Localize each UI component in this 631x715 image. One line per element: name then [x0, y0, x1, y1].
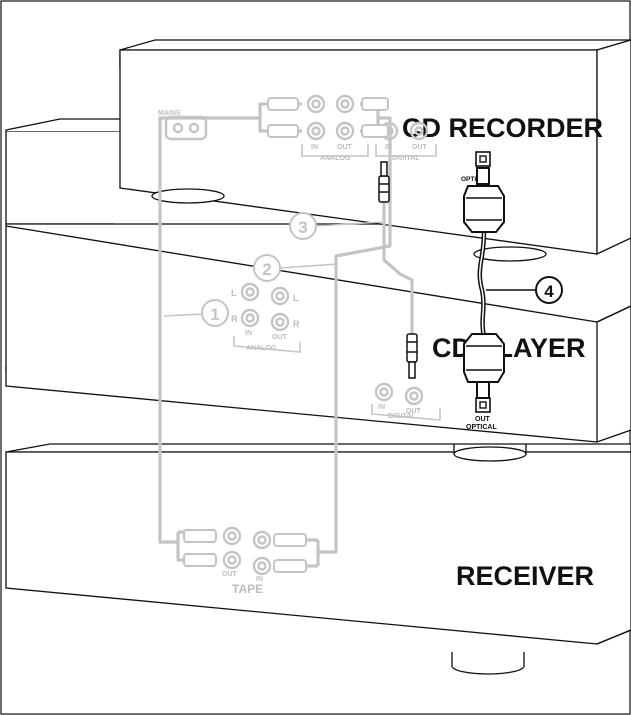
receiver-in-label: IN [256, 576, 263, 583]
recorder-analog-out-l-jack[interactable] [335, 94, 355, 114]
receiver-rear-panel [222, 526, 272, 576]
cd-player-corner [596, 305, 631, 323]
callout-3: 3 [289, 212, 383, 240]
callout-4: 4 [486, 276, 563, 304]
digital-coax-cable-3 [382, 200, 414, 340]
receiver-label: RECEIVER [456, 561, 594, 591]
player-digital-in-label: IN [378, 404, 385, 411]
mains-label: MAINS [158, 110, 181, 117]
recorder-analog-in-l-jack[interactable] [306, 94, 326, 114]
player-right2-label: R [293, 319, 300, 329]
player-analog-out-l-jack[interactable] [270, 286, 290, 306]
recorder-analog-out-r-jack[interactable] [335, 121, 355, 141]
player-right-label: R [231, 314, 238, 324]
player-analog-label: ANALOG [246, 345, 277, 352]
player-digital-label: DIGITAL [388, 413, 416, 420]
callout-2: 2 [253, 254, 339, 282]
callout-2-number: 2 [262, 260, 271, 279]
callout-4-number: 4 [544, 282, 554, 301]
player-left2-label: L [293, 293, 299, 303]
recorder-analog-label: ANALOG [320, 155, 351, 162]
player-in-label: IN [245, 330, 252, 337]
receiver-tape-label: TAPE [232, 582, 263, 596]
player-analog-in-l-jack[interactable] [240, 282, 260, 302]
player-out-label: OUT [272, 334, 288, 341]
cd-player-label: CD PLAYER [432, 333, 586, 363]
recorder-digital-label: DIGITAL [392, 155, 420, 162]
recorder-rear-panel [164, 94, 437, 157]
player-optical-out-label: OUT [475, 416, 491, 423]
callout-1-number: 1 [210, 305, 219, 324]
receiver-tape-out-r-jack[interactable] [222, 550, 242, 570]
player-optical-label: OPTICAL [466, 424, 497, 431]
receiver-out-label: OUT [222, 571, 238, 578]
player-analog-in-r-jack[interactable] [240, 308, 260, 328]
player-left-label: L [231, 288, 237, 298]
coax-plug-bottom [406, 333, 418, 379]
callout-3-number: 3 [298, 218, 307, 237]
recorder-optical-in-jack[interactable] [475, 151, 491, 167]
recorder-in-label: IN [311, 144, 318, 151]
recorder-out-label: OUT [337, 144, 353, 151]
optical-cable-4 [463, 167, 505, 399]
receiver-rca-plugs [183, 529, 307, 573]
cd-player-top-edge [5, 225, 598, 323]
receiver-tape-out-l-jack[interactable] [222, 526, 242, 546]
optical-plug-top [463, 167, 505, 233]
player-rear-panel [233, 282, 441, 421]
cd-recorder-label: CD RECORDER [402, 113, 603, 143]
player-optical-out-jack[interactable] [475, 397, 491, 413]
callout-1: 1 [163, 299, 229, 327]
recorder-rca-plugs [267, 97, 389, 138]
receiver-tape-in-r-jack[interactable] [252, 556, 272, 576]
recorder-optical-label: OPTICAL [461, 176, 490, 183]
recorder-digital-out-label: OUT [412, 144, 428, 151]
player-digital-out-jack[interactable] [404, 386, 424, 406]
player-digital-in-jack[interactable] [374, 382, 394, 402]
recorder-digital-out-jack[interactable] [409, 121, 429, 141]
coax-plug-top [378, 161, 390, 203]
recorder-analog-in-r-jack[interactable] [306, 121, 326, 141]
optical-plug-bottom [463, 333, 505, 399]
player-digital-out-label: OUT [406, 408, 422, 415]
player-analog-out-r-jack[interactable] [270, 312, 290, 332]
receiver-tape-in-l-jack[interactable] [252, 530, 272, 550]
